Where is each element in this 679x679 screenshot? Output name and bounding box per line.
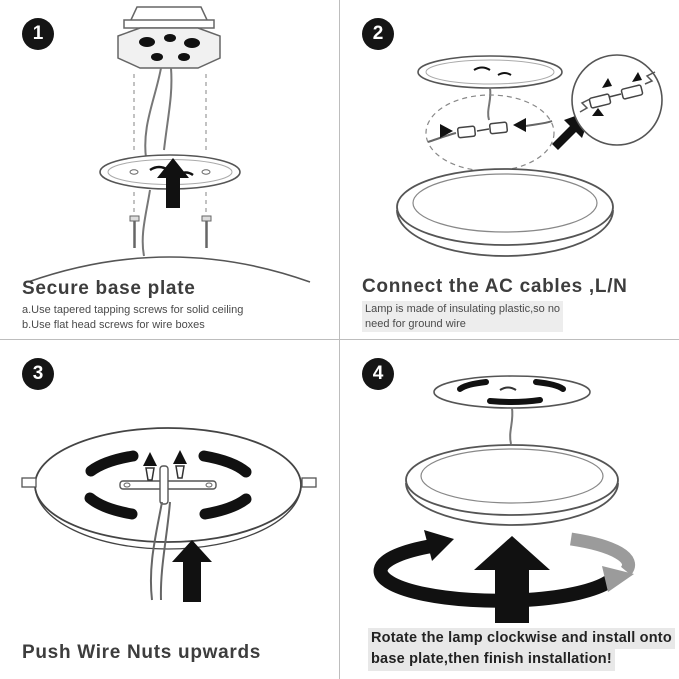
push-arrow-icon: [513, 118, 526, 132]
base-plate: [417, 55, 563, 89]
step-note-line: Lamp is made of insulating plastic,so no: [365, 303, 561, 316]
lamp-dome-arc: [27, 256, 311, 283]
wires: [141, 67, 173, 257]
lamp: [405, 444, 619, 526]
panel-step-1: 1: [0, 0, 339, 339]
step-caption-line: base plate,then finish installation!: [368, 649, 615, 671]
step-number-badge: 2: [362, 18, 394, 50]
screws: [129, 215, 212, 248]
hanging-wire: [149, 501, 171, 601]
step-number-badge: 4: [362, 358, 394, 390]
step-title: Secure base plate: [22, 278, 196, 300]
step-title: Connect the AC cables ,L/N: [362, 276, 628, 298]
wire-nuts: [143, 450, 187, 481]
rotate-clockwise-arrow-icon: [373, 539, 612, 608]
mounting-bracket: [119, 465, 217, 505]
wire: [487, 87, 492, 121]
panel-step-4: 4: [340, 340, 679, 679]
up-arrow-icon: [157, 158, 189, 208]
junction-box: [117, 6, 221, 69]
step-2-caption: Connect the AC cables ,L/N Lamp is made …: [362, 276, 628, 332]
magnifier-detail-circle: [571, 54, 663, 146]
push-wire-nuts-illustration: [21, 427, 317, 602]
alignment-dashed-lines: [133, 74, 207, 213]
rotation-arrows: [373, 530, 636, 608]
step-number-badge: 1: [22, 18, 54, 50]
panel-step-2: 2: [340, 0, 679, 339]
step-note-line: need for ground wire: [365, 317, 466, 330]
push-arrow-icon: [440, 124, 453, 138]
secure-base-plate-illustration: [27, 6, 311, 283]
base-plate: [433, 375, 591, 409]
step-note-line: a.Use tapered tapping screws for solid c…: [22, 304, 244, 317]
up-arrow-icon: [172, 540, 212, 602]
wire: [509, 407, 514, 445]
nut-arrow-icon: [143, 452, 157, 466]
wire-connectors: [427, 118, 553, 143]
step-1-caption: Secure base plate a.Use tapered tapping …: [22, 278, 243, 332]
rotate-lamp-illustration: [373, 375, 636, 623]
step-4-caption: Rotate the lamp clockwise and install on…: [368, 627, 675, 671]
rotate-arrow-gray-icon: [570, 532, 636, 576]
step-title: Push Wire Nuts upwards: [22, 642, 262, 663]
lamp: [396, 168, 614, 257]
step-number-badge: 3: [22, 358, 54, 390]
vent-slots: [84, 450, 252, 520]
step-note-line: b.Use flat head screws for wire boxes: [22, 318, 205, 331]
big-up-arrow-icon: [474, 536, 550, 623]
step-3-caption: Push Wire Nuts upwards: [22, 642, 261, 667]
nut-arrow-icon: [173, 450, 187, 464]
connect-cables-illustration: [396, 54, 663, 257]
panel-step-3: 3: [0, 340, 339, 679]
step-caption-line: Rotate the lamp clockwise and install on…: [368, 627, 675, 650]
